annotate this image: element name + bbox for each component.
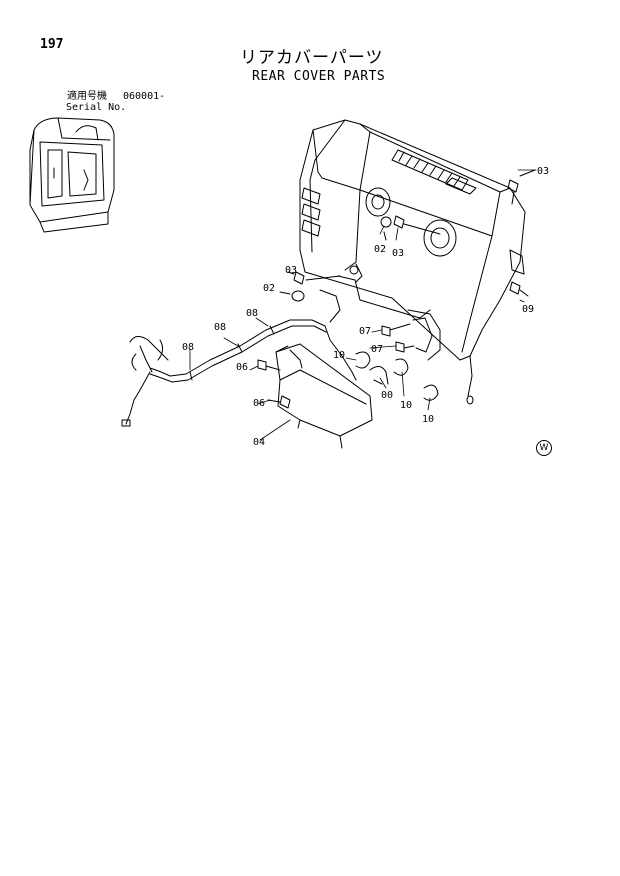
callout-02-left: 02 bbox=[263, 283, 275, 294]
grommet-02-center bbox=[380, 216, 392, 241]
callout-04: 04 bbox=[253, 437, 265, 448]
callout-08-upper: 08 bbox=[246, 308, 258, 319]
serial-range: 060001- bbox=[123, 91, 166, 102]
bolt-03-upper-right bbox=[507, 169, 536, 205]
w-circle-mark: W bbox=[536, 440, 552, 456]
clamp-10-left bbox=[355, 351, 371, 369]
bolt-09-right bbox=[509, 281, 529, 297]
callout-09: 09 bbox=[522, 304, 534, 315]
callout-03-left: 03 bbox=[285, 265, 297, 276]
callout-08-middle: 08 bbox=[214, 322, 226, 333]
bolt-06-left bbox=[257, 359, 281, 371]
callout-08-left: 08 bbox=[182, 342, 194, 353]
clamp-10-middle bbox=[393, 358, 409, 376]
rear-cover-body bbox=[299, 119, 526, 405]
cab-thumbnail bbox=[29, 117, 115, 233]
grommet-02-left bbox=[279, 290, 305, 302]
callout-07-lower: 07 bbox=[371, 344, 383, 355]
serial-label-en: Serial No. bbox=[66, 102, 127, 113]
page-title-jp: リアカバーパーツ bbox=[240, 48, 384, 68]
callout-00: 00 bbox=[381, 390, 393, 401]
bolt-07-upper bbox=[381, 323, 411, 337]
callout-03-center: 03 bbox=[392, 248, 404, 259]
callout-06-lower: 06 bbox=[253, 398, 265, 409]
clamp-10-lower bbox=[423, 384, 439, 401]
callout-02-center: 02 bbox=[374, 244, 386, 255]
page-title-en: REAR COVER PARTS bbox=[252, 69, 386, 84]
bolt-07-lower bbox=[395, 341, 415, 353]
callout-10-lower: 10 bbox=[422, 414, 434, 425]
callout-03-upper-right: 03 bbox=[537, 166, 549, 177]
callout-10-middle: 10 bbox=[400, 400, 412, 411]
wire-harness-08 bbox=[121, 319, 357, 427]
cover-plate-04 bbox=[275, 343, 373, 449]
serial-label-jp: 適用号機 bbox=[67, 91, 107, 102]
page-number: 197 bbox=[40, 37, 64, 52]
bolt-03-center bbox=[393, 215, 441, 235]
clamp-00 bbox=[369, 366, 389, 385]
callout-06-left: 06 bbox=[236, 362, 248, 373]
callout-07-upper: 07 bbox=[359, 326, 371, 337]
callout-10-left: 10 bbox=[333, 350, 345, 361]
bolt-03-left bbox=[287, 271, 341, 285]
leader-lines bbox=[189, 169, 537, 441]
